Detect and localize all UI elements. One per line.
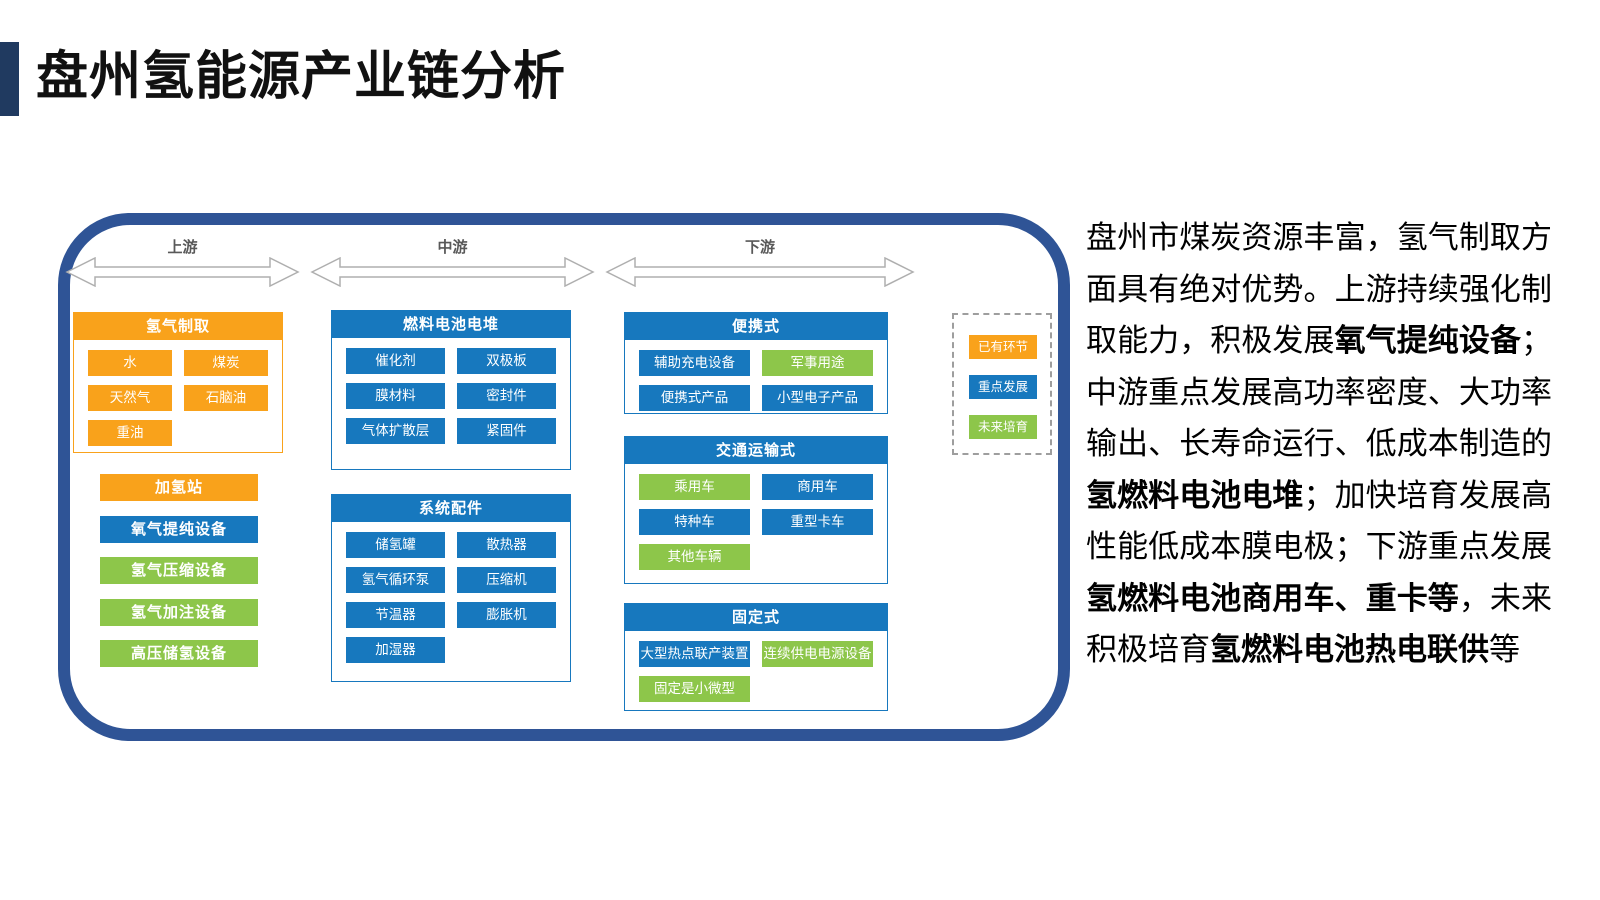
section-box-title: 燃料电池电堆 <box>332 311 570 338</box>
item-chip: 双极板 <box>457 348 556 374</box>
double-arrow-icon <box>65 257 300 287</box>
item-chip: 其他车辆 <box>639 544 750 570</box>
section-box-items: 催化剂双极板膜材料密封件气体扩散层紧固件 <box>332 338 570 444</box>
item-chip: 气体扩散层 <box>346 418 445 444</box>
legend-chip: 未来培育 <box>969 415 1037 439</box>
section-box-hydrogen-production: 氢气制取水煤炭天然气石脑油重油 <box>73 312 283 453</box>
description-bold-run: 氧气提纯设备 <box>1334 323 1522 358</box>
section-box-title: 便携式 <box>625 313 887 340</box>
double-arrow-icon <box>605 257 915 287</box>
item-chip: 便携式产品 <box>639 385 750 411</box>
section-box-items: 水煤炭天然气石脑油重油 <box>74 340 282 446</box>
item-chip: 紧固件 <box>457 418 556 444</box>
item-chip: 连续供电电源设备 <box>762 641 873 667</box>
item-chip: 节温器 <box>346 602 445 628</box>
section-box-title: 固定式 <box>625 604 887 631</box>
title-accent-bar <box>0 42 19 116</box>
section-box-stationary: 固定式大型热点联产装置连续供电电源设备固定是小微型 <box>624 603 888 711</box>
item-chip: 密封件 <box>457 383 556 409</box>
item-chip: 压缩机 <box>457 567 556 593</box>
section-box-items: 乘用车商用车特种车重型卡车其他车辆 <box>625 464 887 570</box>
upstream-bar: 氧气提纯设备 <box>100 516 258 543</box>
item-chip: 水 <box>88 350 172 376</box>
section-box-items: 大型热点联产装置连续供电电源设备固定是小微型 <box>625 631 887 702</box>
page-title: 盘州氢能源产业链分析 <box>36 48 567 106</box>
section-box-system-parts: 系统配件储氢罐散热器氢气循环泵压缩机节温器膨胀机加湿器 <box>331 494 571 682</box>
item-chip: 重型卡车 <box>762 509 873 535</box>
item-chip: 特种车 <box>639 509 750 535</box>
description-run: 等 <box>1489 632 1520 667</box>
item-chip: 军事用途 <box>762 350 873 376</box>
section-box-title: 交通运输式 <box>625 437 887 464</box>
section-box-portable: 便携式辅助充电设备军事用途便携式产品小型电子产品 <box>624 312 888 414</box>
item-chip: 储氢罐 <box>346 532 445 558</box>
item-chip: 重油 <box>88 420 172 446</box>
flow-label-upstream: 上游 <box>167 239 198 256</box>
item-chip: 煤炭 <box>184 350 268 376</box>
item-chip: 加湿器 <box>346 637 445 663</box>
section-box-title: 系统配件 <box>332 495 570 522</box>
upstream-bar: 加氢站 <box>100 474 258 501</box>
description-bold-run: 氢燃料电池热电联供 <box>1210 632 1489 667</box>
legend-chip: 重点发展 <box>969 375 1037 399</box>
item-chip: 石脑油 <box>184 385 268 411</box>
section-box-transport: 交通运输式乘用车商用车特种车重型卡车其他车辆 <box>624 436 888 584</box>
description-bold-run: 氢燃料电池电堆 <box>1086 477 1304 513</box>
section-box-title: 氢气制取 <box>74 313 282 340</box>
item-chip: 天然气 <box>88 385 172 411</box>
item-chip: 小型电子产品 <box>762 385 873 411</box>
item-chip: 氢气循环泵 <box>346 567 445 593</box>
description-text: 盘州市煤炭资源丰富，氢气制取方面具有绝对优势。上游持续强化制取能力，积极发展氧气… <box>1086 212 1552 676</box>
upstream-bar: 氢气压缩设备 <box>100 557 258 584</box>
item-chip: 乘用车 <box>639 474 750 500</box>
section-box-fuel-cell-stack: 燃料电池电堆催化剂双极板膜材料密封件气体扩散层紧固件 <box>331 310 571 470</box>
item-chip: 膨胀机 <box>457 602 556 628</box>
description-run: ；加快培育发展高性能低成本膜电极；下游重点发展 <box>1086 477 1552 565</box>
description-bold-run: 氢燃料电池商用车、重卡等 <box>1086 580 1459 616</box>
item-chip: 散热器 <box>457 532 556 558</box>
flow-label-midstream: 中游 <box>437 239 468 256</box>
item-chip: 膜材料 <box>346 383 445 409</box>
legend-chip: 已有环节 <box>969 335 1037 359</box>
description-run: ，未来积极培育 <box>1086 580 1553 668</box>
item-chip: 固定是小微型 <box>639 676 750 702</box>
item-chip: 大型热点联产装置 <box>639 641 750 667</box>
description-run: 盘州市煤炭资源丰富，氢气制取方面具有绝对优势。上游持续强化制取能力，积极发展 <box>1086 220 1552 358</box>
industry-chain-container <box>58 213 1070 741</box>
description-run: ；中游重点发展高功率密度、大功率输出、长寿命运行、低成本制造的 <box>1086 323 1553 461</box>
upstream-bar: 高压储氢设备 <box>100 640 258 667</box>
double-arrow-icon <box>310 257 595 287</box>
section-box-items: 辅助充电设备军事用途便携式产品小型电子产品 <box>625 340 887 411</box>
legend-box: 已有环节重点发展未来培育 <box>952 313 1052 455</box>
item-chip: 商用车 <box>762 474 873 500</box>
upstream-bar: 氢气加注设备 <box>100 599 258 626</box>
item-chip: 催化剂 <box>346 348 445 374</box>
flow-label-downstream: 下游 <box>744 239 775 256</box>
item-chip: 辅助充电设备 <box>639 350 750 376</box>
section-box-items: 储氢罐散热器氢气循环泵压缩机节温器膨胀机加湿器 <box>332 522 570 663</box>
